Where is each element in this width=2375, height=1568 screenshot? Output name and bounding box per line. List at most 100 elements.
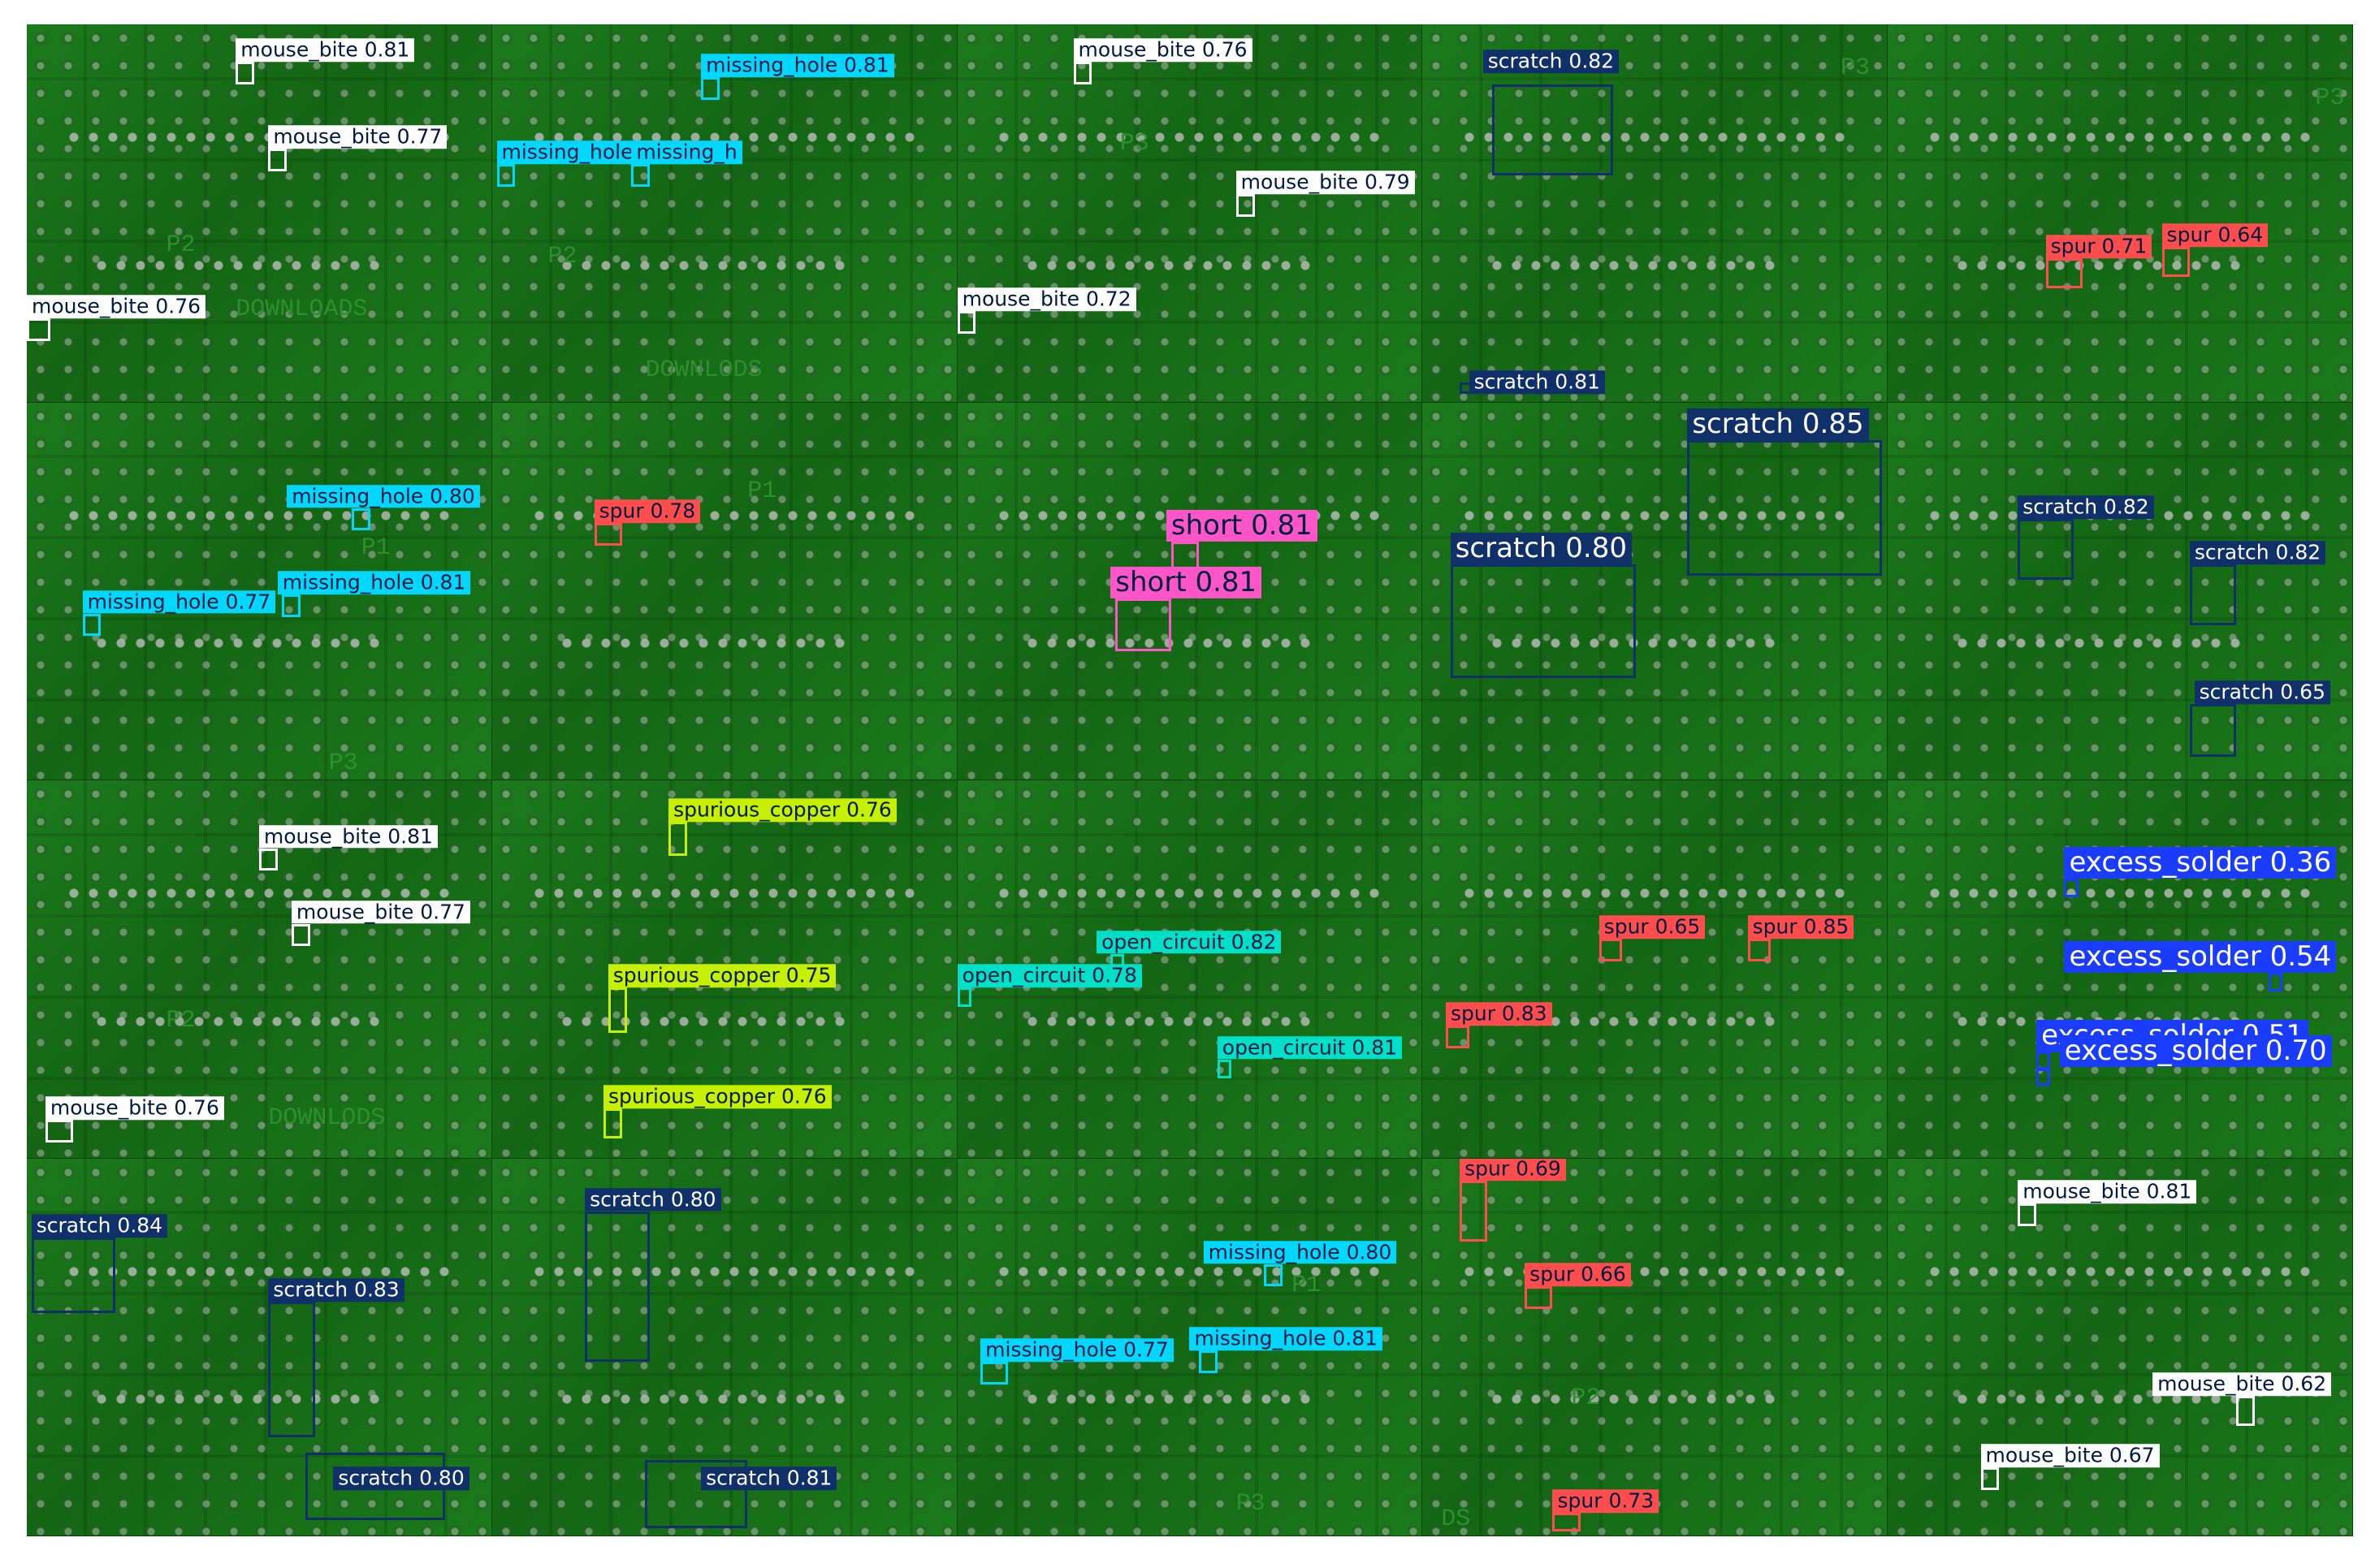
solder-pad-row [556,1392,854,1407]
detection-label: mouse_bite 0.76 [1073,38,1252,63]
detection-box-scratch [2189,564,2237,625]
detection-label: scratch 0.81 [701,1466,837,1491]
detection-label: missing_hole 0.81 [701,54,894,78]
solder-pad-row [1487,1392,1785,1407]
detection-box-scratch [645,1460,748,1528]
detection-label: mouse_bite 0.76 [45,1096,224,1121]
solder-pad-row [1460,1263,1850,1279]
detection-label: mouse_bite 0.72 [957,287,1136,312]
silkscreen-text: P3 [1235,1490,1265,1518]
solder-pad-row [63,1263,455,1279]
detection-label: mouse_bite 0.67 [1980,1444,2160,1468]
detection-box-missing-hole [352,508,371,531]
detection-label: scratch 0.81 [1469,370,1605,395]
solder-pad-row [556,257,854,273]
solder-pad-row [994,886,1385,901]
solder-pad-row [529,508,919,523]
detection-box-excess-solder [2064,878,2079,897]
detection-box-spur [1525,1286,1553,1310]
detection-label: spurious_copper 0.75 [608,964,837,988]
solder-pad-row [92,636,390,651]
detection-box-spurious-copper [668,822,687,856]
detection-label: missing_hole 0.80 [287,484,480,508]
silkscreen-text: DOWNLOADS [236,296,368,324]
detection-box-missing-hole [631,163,651,187]
detection-label: spur 0.64 [2161,223,2269,248]
detection-box-spur [2161,247,2190,278]
detection-label: mouse_bite 0.79 [1235,171,1415,195]
detection-box-excess-solder [2036,1052,2051,1071]
detection-label: mouse_bite 0.81 [2018,1180,2197,1204]
silkscreen-text: P1 [747,477,777,506]
silkscreen-text: P3 [1841,54,1871,83]
detection-box-scratch [2018,519,2074,580]
solder-pad-row [63,886,455,901]
detection-box-missing-hole [82,613,102,637]
detection-label: short 0.81 [1110,566,1262,599]
detection-box-scratch [268,1302,315,1438]
detection-label: spurious_copper 0.76 [668,798,897,823]
solder-pad-row [1460,508,1850,523]
detection-box-mouse-bite [2018,1203,2037,1227]
detection-label: mouse_bite 0.62 [2152,1372,2332,1397]
detection-box-open-circuit [957,987,971,1007]
detection-box-scratch [31,1238,115,1313]
solder-pad-row [556,1013,854,1029]
detection-label: scratch 0.83 [268,1277,404,1302]
solder-pad-row [1022,257,1320,273]
silkscreen-text: DOWNLODS [645,356,763,384]
detection-box-mouse-bite [27,318,50,342]
detection-box-mouse-bite [1073,62,1092,85]
detection-label: mouse_bite 0.77 [291,900,470,924]
solder-pad-row [63,508,455,523]
solder-pad-row [1924,130,2316,145]
solder-pad-row [1460,886,1850,901]
detection-box-mouse-bite [45,1120,74,1143]
silkscreen-text: P3 [328,749,358,777]
detection-box-missing-hole [701,77,720,100]
detection-label: mouse_bite 0.77 [268,125,448,149]
detection-box-scratch [1450,564,1637,678]
detection-box-spur [1598,939,1623,961]
detection-label: missing_hole 0.81 [277,571,471,595]
detection-box-spur [2045,257,2083,289]
detection-box-short [1115,598,1171,652]
detection-label: scratch 0.85 [1687,408,1869,440]
detection-box-spur [1460,1181,1488,1242]
silkscreen-text: P1 [361,534,391,563]
detection-box-mouse-bite [1980,1467,2000,1491]
silkscreen-text: DS [1441,1505,1471,1533]
pcb-tile: P3 scratch 0.82 scratch 0.81 [1422,24,1888,403]
detection-label: spur 0.78 [594,499,701,524]
detection-box-scratch [1687,439,1883,577]
detection-label: mouse_bite 0.81 [258,824,438,849]
detection-label: scratch 0.82 [1482,50,1620,74]
detection-box-spurious-copper [608,987,627,1034]
detection-label: missing_hole 0.77 [980,1338,1174,1363]
silkscreen-text: P2 [547,243,578,271]
detection-box-mouse-bite [2236,1396,2255,1427]
detection-label: short 0.81 [1166,510,1317,542]
detection-label: spur 0.83 [1445,1001,1552,1026]
pcb-tile: mouse_bite 0.81 mouse_bite 0.62 mouse_bite… [1888,1158,2353,1536]
detection-label: scratch 0.82 [2189,541,2326,565]
solder-pad-row [1460,130,1850,145]
detection-label: scratch 0.65 [2194,680,2330,705]
pcb-tile: spurious_copper 0.76 spurious_copper 0.75… [491,780,958,1159]
silkscreen-text: DOWNLODS [268,1104,386,1133]
solder-pad-row [1487,636,1785,651]
detection-box-scratch [585,1211,651,1363]
solder-pad-row [92,257,390,273]
detection-box-missing-hole [496,163,516,187]
silkscreen-text: P2 [166,231,196,260]
detection-box-scratch [2189,704,2237,758]
